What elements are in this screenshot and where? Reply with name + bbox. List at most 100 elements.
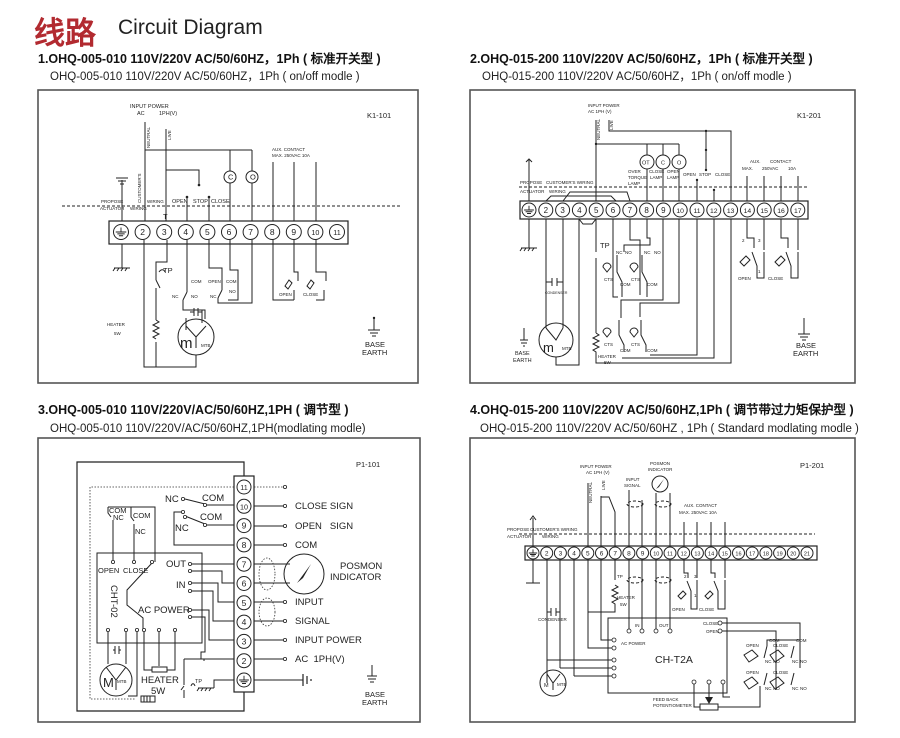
label-live: LIVE (601, 480, 606, 490)
thermal-protector-icon (155, 269, 166, 289)
motor-label: m (180, 335, 193, 352)
shield-ellipse-2 (654, 500, 672, 508)
terminal-number: 17 (794, 208, 802, 215)
mtb-label: MTB (562, 346, 572, 351)
terminal-8: 8 (639, 202, 655, 218)
lamp-c-label: C (661, 161, 665, 167)
earth-icon (367, 665, 377, 683)
label-close: CLOSE (211, 199, 230, 205)
sw-no-label-3: NO (773, 686, 780, 691)
lamp-o-label: O (250, 173, 256, 182)
panel-4-frame (469, 437, 856, 723)
diagram-code: K1-101 (367, 111, 391, 120)
terminal-11: 11 (663, 546, 677, 560)
aux-open-label: OPEN (738, 276, 751, 281)
sw-no-label: NO (773, 659, 780, 664)
label-aux-rating: MAX. 250VAC 10A (272, 153, 310, 158)
chassis-ground-icon (196, 679, 234, 692)
terminal-17: 17 (790, 202, 806, 218)
open-sign-label: OPEN SIGN (295, 521, 353, 532)
label-open-lamp: OPEN (667, 169, 680, 174)
motor-winding (545, 327, 564, 341)
label-actuator: ACTUATOR (520, 189, 545, 194)
terminal-number: 10 (311, 228, 319, 237)
motor-winding (185, 325, 207, 348)
com-label-2: COM (200, 512, 222, 523)
diagram-code: K1-201 (797, 111, 821, 120)
posmon-indicator-icon (651, 475, 669, 493)
label-vac: 250VAC (762, 166, 779, 171)
label-neutral: NEUTRAL (146, 126, 151, 148)
label-propose: PROPOSE (507, 527, 529, 532)
signal-label: SIGNAL (295, 616, 330, 627)
sw-no-label-4: NO (800, 686, 807, 691)
label-aux-contact: AUX. CONTACT (272, 147, 305, 152)
label-no: NO (191, 294, 198, 299)
lamp-c-label: C (228, 173, 234, 182)
label-t-mark: T (163, 212, 168, 221)
label-phase: 1PH(V) (159, 111, 177, 117)
terminal-15: 15 (756, 202, 772, 218)
terminal-7: 7 (242, 224, 259, 240)
terminal-17: 17 (745, 546, 759, 560)
terminal-number: 2 (140, 227, 145, 237)
terminal-3: 3 (236, 633, 252, 649)
ac-1ph-label: AC 1PH(V) (295, 654, 345, 665)
terminal-5: 5 (588, 202, 604, 218)
terminal-number: 2 (545, 550, 549, 557)
terminal-ground (526, 546, 540, 560)
nc-label-2: NC (175, 523, 189, 534)
label-torque: TORQUE (628, 175, 647, 180)
label-com-2: COM (226, 279, 237, 284)
heater-watt: 5W (604, 360, 612, 365)
label-input-power: INPUT POWER (580, 464, 612, 469)
out-label: OUT (659, 623, 669, 628)
thermal-protector-wiring (180, 658, 205, 698)
sw-nc-label: NC (765, 659, 772, 664)
cam-icons (743, 649, 785, 690)
jumper-wiring (545, 191, 631, 225)
out-label: OUT (166, 559, 186, 570)
base-label-2: BASE (796, 341, 816, 350)
terminal-10: 10 (672, 202, 688, 218)
terminal-7: 7 (622, 202, 638, 218)
terminal-10: 10 (236, 498, 252, 514)
terminal-15: 15 (718, 546, 732, 560)
terminal-number: 6 (242, 579, 247, 589)
diagram-k1-101: K1-101 INPUT POWER AC 1PH(V) NEUTRAL LIV… (37, 89, 419, 384)
aux-cam-icon (677, 590, 714, 600)
terminal-4: 4 (236, 614, 252, 630)
terminal-14: 14 (739, 202, 755, 218)
label-aux-rating: MAX. 250VAC 10A (679, 510, 717, 515)
label-wiring-2: WIRING (130, 206, 147, 211)
motor-icon (539, 669, 567, 697)
com-label-4: COM (647, 348, 658, 353)
label-customers-wiring: CUSTOMER'S WIRING (546, 180, 594, 185)
terminal-18: 18 (759, 546, 773, 560)
terminal-16: 16 (732, 546, 745, 560)
switch-nc-label: NC (113, 513, 124, 522)
terminal-13: 13 (690, 546, 704, 560)
label-wiring: WIRING (549, 189, 566, 194)
ground-terminal-icon (239, 675, 249, 684)
label-propose: PROPOSE (520, 180, 542, 185)
terminal-number: 7 (628, 206, 633, 215)
terminal-3: 3 (156, 224, 173, 240)
label-input-power: INPUT POWER (588, 103, 620, 108)
close-label: CLOSE (703, 621, 718, 626)
sw-nc-label-3: NC (765, 686, 772, 691)
cam-switch-contacts (759, 639, 800, 700)
terminal-number: 11 (667, 551, 673, 557)
terminal-10: 10 (307, 224, 324, 240)
ground-terminal-icon (524, 205, 534, 214)
terminal-number: 14 (708, 551, 714, 557)
terminal-8: 8 (264, 224, 281, 240)
motor-winding (105, 666, 127, 690)
terminal-number: 10 (653, 551, 659, 557)
com-label: COM (620, 282, 631, 287)
aux-no-3: 3 (694, 574, 697, 579)
terminal-10: 10 (649, 546, 663, 560)
label-actuator: ACTUATOR (507, 534, 532, 539)
label-ac-phase: AC 1PH (V) (588, 109, 612, 114)
